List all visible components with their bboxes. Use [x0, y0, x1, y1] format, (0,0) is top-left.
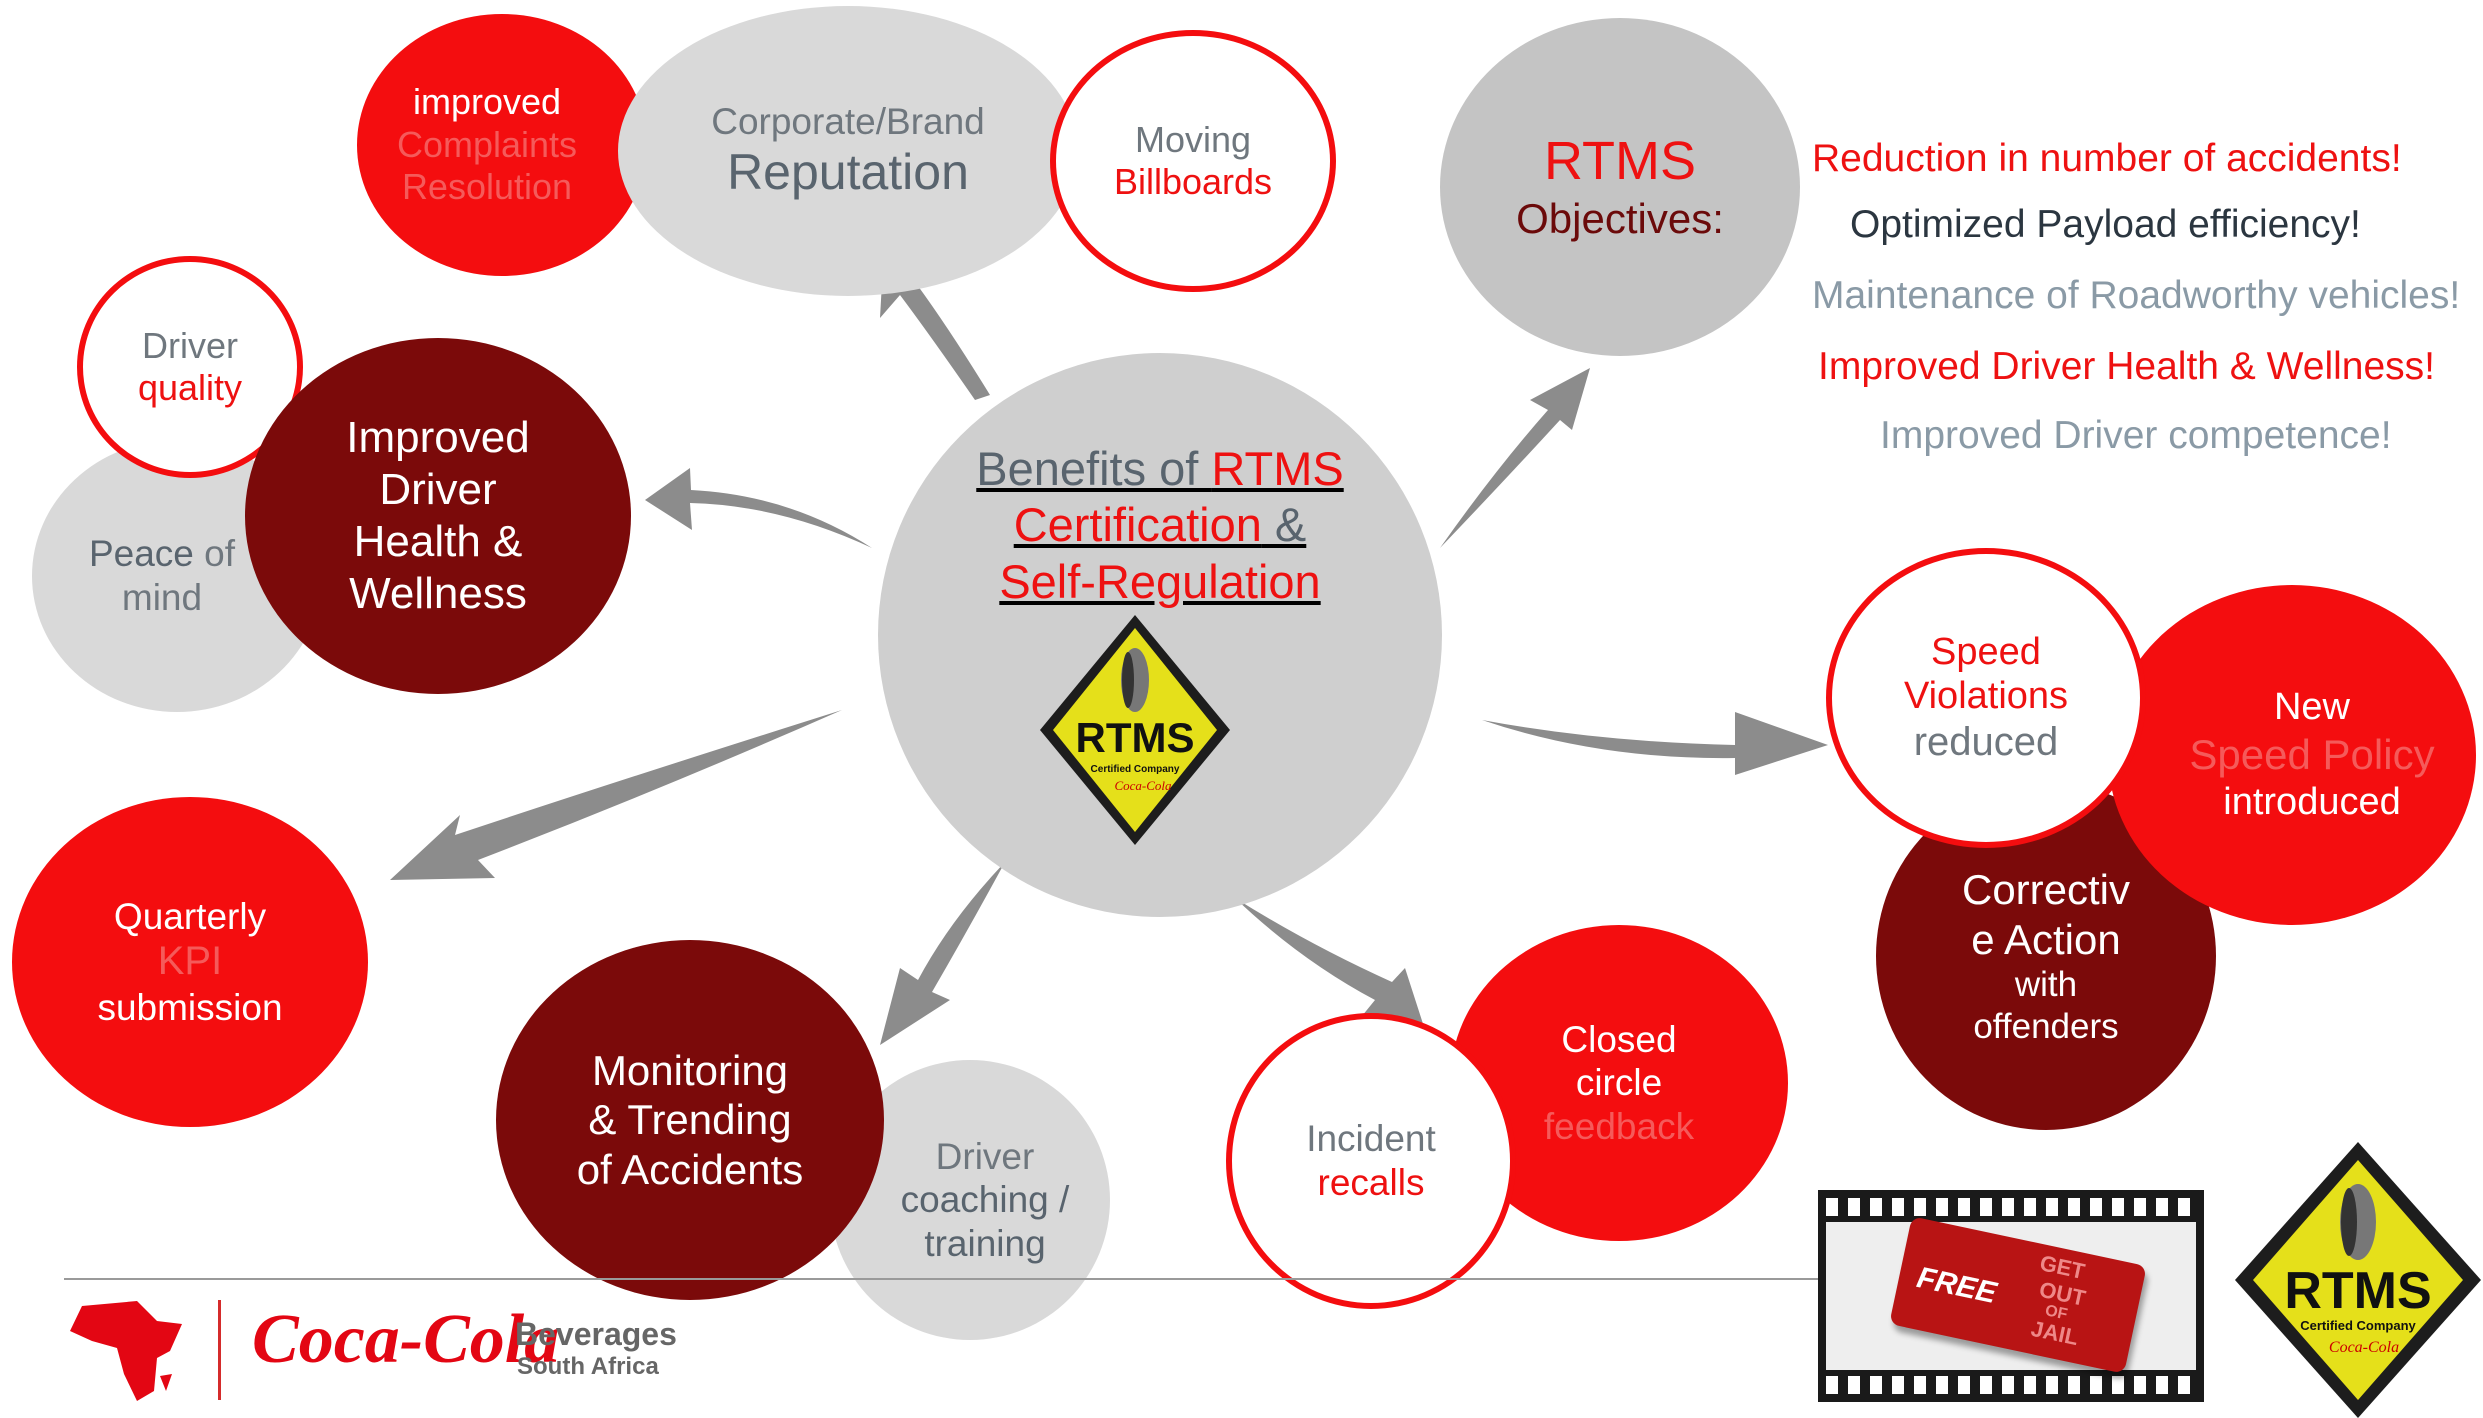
objective-item-5: Improved Driver competence!	[1880, 414, 2392, 457]
objective-item-3: Maintenance of Roadworthy vehicles!	[1812, 274, 2461, 317]
footer-brand: Coca-Cola	[252, 1301, 560, 1378]
coaching-line3: training	[924, 1222, 1046, 1264]
health-line4: Wellness	[349, 568, 527, 618]
objective-item-2: Optimized Payload efficiency!	[1850, 203, 2361, 246]
arrow-to-health	[645, 468, 872, 548]
driver-quality-line1: Driver	[142, 324, 238, 366]
arrow-to-kpi	[390, 710, 842, 880]
objective-item-4: Improved Driver Health & Wellness!	[1818, 345, 2435, 388]
corner-badge-sub: Certified Company	[2300, 1318, 2416, 1333]
center-title-certification: Certification	[1013, 498, 1262, 552]
corrective-line4: offenders	[1973, 1006, 2119, 1046]
billboards-line1: Moving	[1134, 118, 1252, 160]
health-circle: Improved Driver Health & Wellness	[245, 338, 631, 694]
billboards-line2: Billboards	[1113, 161, 1273, 202]
corrective-line3: with	[2014, 965, 2078, 1005]
speed-violations-circle: Speed Violations reduced	[1826, 548, 2146, 848]
incident-recalls-circle: Incident recalls	[1226, 1013, 1516, 1309]
center-title-self-regulation: Self-Regulation	[999, 554, 1321, 608]
incident-line1: Incident	[1306, 1118, 1436, 1160]
speed-violations-line3: reduced	[1913, 720, 2059, 765]
incident-line2: recalls	[1317, 1162, 1425, 1203]
complaints-circle: improved Complaints Resolution	[357, 14, 647, 276]
footer-region: South Africa	[517, 1353, 659, 1380]
speed-violations-line2: Violations	[1903, 675, 2069, 718]
peace-mind: mind	[121, 577, 203, 618]
africa-logo-icon	[70, 1301, 182, 1401]
complaints-line2: Complaints	[396, 123, 578, 165]
objectives-subtitle: Objectives:	[1516, 195, 1724, 243]
center-title-benefits: Benefits of	[976, 442, 1212, 495]
speed-policy-line2: Speed Policy	[2189, 731, 2435, 779]
speed-policy-circle: New Speed Policy introduced	[2108, 585, 2476, 925]
complaints-line1: improved	[412, 81, 562, 123]
center-badge-brand: Coca-Cola	[1114, 778, 1172, 793]
billboards-circle: Moving Billboards	[1050, 30, 1336, 292]
closed-line3: feedback	[1543, 1105, 1695, 1147]
arrow-to-closed-circle	[1235, 898, 1425, 1030]
arrow-to-monitoring	[880, 862, 1005, 1045]
closed-line2: circle	[1575, 1062, 1663, 1104]
corner-badge-title: RTMS	[2284, 1262, 2431, 1320]
footer-divider	[64, 1278, 1824, 1280]
speed-policy-line3: introduced	[2223, 780, 2401, 823]
center-rtms-badge: RTMS Certified Company Coca-Cola	[1040, 615, 1230, 845]
reputation-main: Reputation	[727, 144, 969, 201]
monitoring-circle: Monitoring & Trending of Accidents	[496, 940, 884, 1300]
arrow-to-objectives	[1440, 368, 1590, 548]
footer-beverages: Beverages	[515, 1316, 677, 1352]
monitoring-line1: Monitoring	[591, 1046, 789, 1094]
center-badge-sub: Certified Company	[1091, 764, 1180, 775]
health-line3: Health &	[353, 517, 523, 566]
kpi-line1: Quarterly	[113, 895, 267, 937]
reputation-top: Corporate/Brand	[711, 100, 985, 142]
health-line1: Improved	[346, 413, 530, 463]
coaching-line1: Driver	[935, 1135, 1035, 1177]
speed-violations-line1: Speed	[1931, 630, 2041, 673]
center-badge-title: RTMS	[1076, 714, 1195, 761]
driver-quality-line2: quality	[137, 367, 243, 408]
driver-quality-circle: Driver quality	[77, 256, 303, 478]
corner-rtms-badge: RTMS Certified Company Coca-Cola	[2235, 1142, 2481, 1418]
health-line2: Driver	[379, 465, 497, 515]
monitoring-line2: & Trending	[588, 1096, 792, 1144]
ticket-jail: JAIL	[2028, 1315, 2081, 1351]
kpi-circle: Quarterly KPI submission	[12, 797, 368, 1127]
reputation-circle: Corporate/Brand Reputation	[618, 6, 1078, 296]
footer-separator	[218, 1300, 221, 1400]
arrow-to-speed	[1482, 712, 1828, 775]
monitoring-line3: of Accidents	[576, 1145, 804, 1193]
peace-word: Peace	[88, 533, 194, 575]
ticket-free: FREE	[1914, 1261, 2000, 1310]
arrow-to-reputation	[880, 270, 990, 400]
speed-policy-line1: New	[2273, 686, 2351, 729]
objectives-circle: RTMS Objectives:	[1440, 18, 1800, 356]
peace-of: of	[193, 533, 236, 575]
film-strip-image: FREE GET OUT OF JAIL	[1818, 1190, 2204, 1402]
center-title-rtms: RTMS	[1211, 442, 1344, 495]
coaching-line2: coaching /	[900, 1179, 1070, 1221]
kpi-line2: KPI	[157, 939, 223, 984]
corrective-line1: Correctiv	[1961, 866, 2131, 914]
film-perforations-top	[1826, 1198, 2196, 1216]
kpi-line3: submission	[97, 986, 283, 1028]
closed-line1: Closed	[1561, 1018, 1677, 1060]
corrective-line2: e Action	[1971, 915, 2121, 963]
center-title-amp: &	[1261, 498, 1307, 552]
complaints-line3: Resolution	[401, 166, 573, 208]
objective-item-1: Reduction in number of accidents!	[1812, 137, 2402, 180]
center-circle: Benefits of RTMS Certification & Self-Re…	[878, 353, 1442, 917]
film-perforations-bottom	[1826, 1376, 2196, 1394]
corner-badge-brand: Coca-Cola	[2329, 1339, 2399, 1356]
objectives-title: RTMS	[1543, 131, 1696, 192]
